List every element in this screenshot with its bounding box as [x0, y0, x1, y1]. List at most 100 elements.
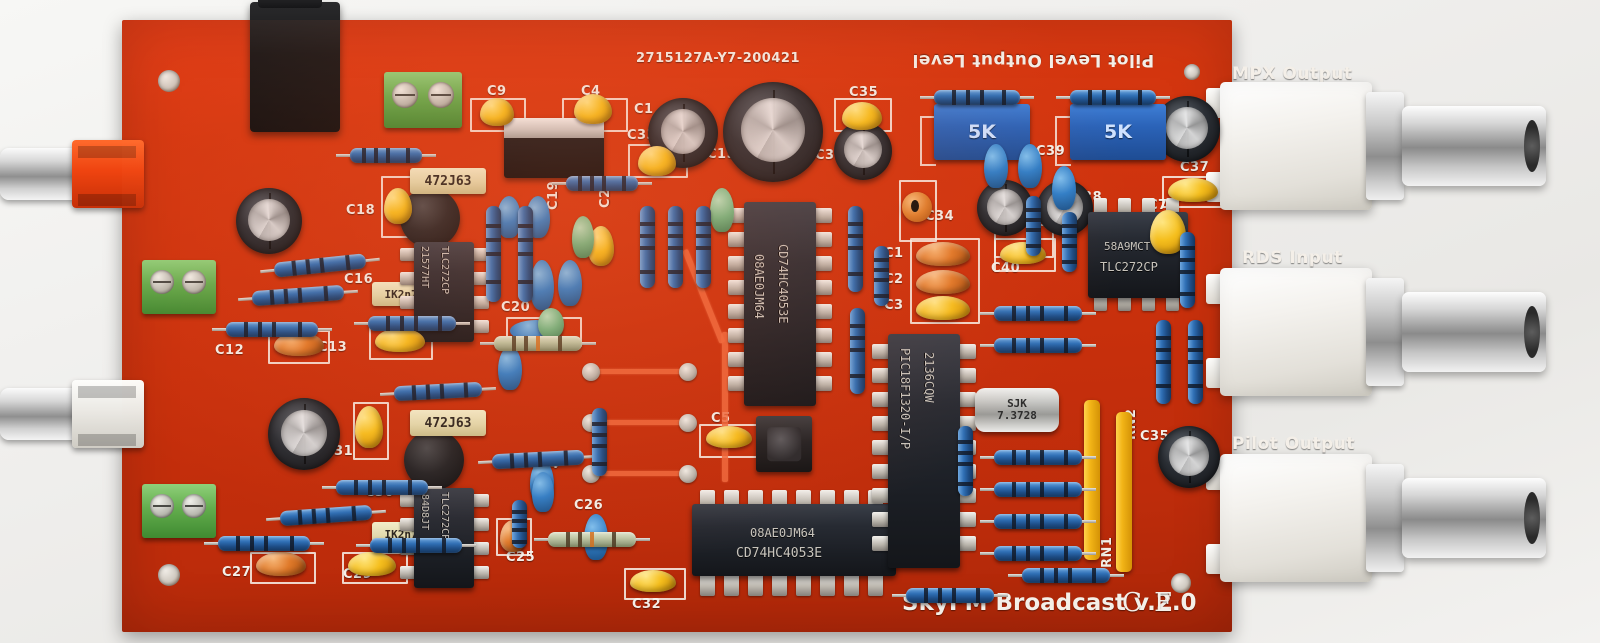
- screw-terminal-mid[interactable]: [142, 260, 216, 314]
- rca-slot-top: [78, 146, 136, 158]
- resistor-h-10: [322, 480, 442, 495]
- terminal-screw[interactable]: [392, 82, 418, 108]
- resistor-h-2: [552, 176, 652, 191]
- resistor-v-13: [1180, 232, 1195, 308]
- ceramic-cap-green-1: [710, 188, 734, 232]
- resistor-h-9: [356, 538, 476, 553]
- resistor-h-1: [336, 148, 436, 163]
- resistor-v-3: [640, 206, 655, 288]
- resistor-h-17: [980, 450, 1096, 465]
- silk-outline-c33: [624, 568, 686, 600]
- screw-terminal-bottom[interactable]: [142, 484, 216, 538]
- tactile-reset-switch[interactable]: [756, 416, 812, 472]
- cap-vent: [1189, 430, 1191, 484]
- cap-vent: [773, 90, 775, 174]
- ceramic-cap-c18: [384, 188, 412, 224]
- designator-c10: C12: [215, 343, 245, 358]
- ceramic-cap-c1: [916, 242, 970, 266]
- rca-body: [72, 140, 144, 208]
- bnc-barrel: [1402, 292, 1546, 372]
- rca-slot-bottom: [78, 434, 136, 446]
- via-pad-1: [582, 363, 600, 381]
- designator-c40: C40: [991, 261, 1021, 276]
- resistor-h-5: [212, 322, 332, 337]
- via-pad-4: [679, 414, 697, 432]
- label-rds-input: RDS Input: [1242, 248, 1343, 268]
- ceramic-cap-blue-7: [1018, 144, 1042, 188]
- resistor-network-rn1: [1116, 412, 1132, 572]
- dc-jack-lip: [258, 0, 322, 8]
- ceramic-cap-c37: [1052, 166, 1076, 210]
- ic-u5-marking-bottom: CD74HC4053E: [736, 546, 823, 561]
- resistor-v-1: [486, 206, 501, 302]
- ceramic-cap-c5: [706, 426, 752, 448]
- ic-u1-marking-top: 21577HT: [419, 246, 430, 289]
- label-output-level: Output Level: [912, 50, 1042, 70]
- ceramic-cap-c30: [532, 472, 554, 512]
- resistor-v-11: [1156, 320, 1171, 404]
- cap-vent: [304, 403, 306, 465]
- screw-terminal-top[interactable]: [384, 72, 462, 128]
- resistor-h-beige-1: [480, 336, 596, 351]
- crystal-brand: SJK: [1007, 397, 1027, 411]
- resistor-v-10: [1062, 212, 1077, 272]
- silk-outline-c40: [994, 238, 1056, 272]
- resistor-v-2: [518, 206, 533, 302]
- bnc-block: [1220, 268, 1372, 396]
- ic-u6-marking-top: PIC18F1320-I/P: [898, 348, 912, 450]
- film-capacitor-472j63-bottom: 472J63: [410, 410, 486, 436]
- printed-circuit-board: 2715127A-Y7-200421 SkyFM Broadcast v.2.0…: [0, 0, 1546, 632]
- silk-bracket-pilot-level: [1055, 116, 1071, 166]
- resistor-h-trimmer-2: [1056, 90, 1170, 105]
- ceramic-cap-green-2: [538, 308, 564, 338]
- rca-barrel: [0, 388, 84, 440]
- ceramic-cap-c35: [842, 102, 882, 130]
- via-pad-2: [679, 363, 697, 381]
- resistor-v-16: [512, 500, 527, 548]
- ic-u3-marking-bottom: TLC272CP: [1100, 260, 1158, 274]
- ceramic-cap-c15: [375, 328, 425, 352]
- designator-c19: C19: [546, 180, 561, 210]
- ic-pins-bottom: [700, 574, 883, 596]
- terminal-screw[interactable]: [150, 494, 174, 518]
- ic-u5-marking-top: 08AE0JM64: [750, 526, 816, 540]
- terminal-screw[interactable]: [182, 270, 206, 294]
- electrolytic-capacitor-c12: [1158, 426, 1220, 488]
- terminal-screw[interactable]: [428, 82, 454, 108]
- dc-power-jack[interactable]: [250, 0, 340, 132]
- electrolytic-capacitor-left-bottom: [268, 398, 340, 470]
- ceramic-cap-blue-6: [984, 144, 1008, 188]
- ic-u1-marking-bottom: TLC272CP: [439, 246, 450, 295]
- resistor-h-14: [1008, 568, 1124, 583]
- ce-mark: C E: [1122, 588, 1176, 618]
- ceramic-cap-c25: [256, 552, 306, 576]
- bnc-nut: [1366, 464, 1404, 572]
- bnc-nut: [1366, 92, 1404, 200]
- cap-vent: [863, 126, 865, 176]
- designator-c25: C27: [222, 565, 252, 580]
- cap-vent: [683, 103, 685, 163]
- ic-u4-marking-top: 08AE0JM64: [752, 254, 766, 320]
- ceramic-cap-blue-1: [497, 196, 521, 238]
- trace-vertical: [722, 332, 728, 482]
- trimmer-pilot-level[interactable]: 5K: [1070, 104, 1166, 160]
- silk-bracket-output-level: [920, 116, 936, 166]
- terminal-screw[interactable]: [150, 270, 174, 294]
- electrolytic-capacitor-c36: [834, 122, 892, 180]
- resistor-v-5: [696, 206, 711, 288]
- ceramic-cap-blue-4: [498, 346, 522, 390]
- designator-c33: C32: [632, 597, 662, 612]
- resistor-h-12: [380, 381, 496, 402]
- designator-c31: C25: [506, 550, 536, 565]
- trimmer-output-level[interactable]: 5K: [934, 104, 1030, 160]
- ceramic-cap-blue-3: [530, 260, 554, 310]
- crystal-oscillator: SJK 7.3728: [975, 388, 1059, 432]
- label-pilot-level: Pilot Level: [1048, 50, 1155, 70]
- trimmer-capacitor-c38[interactable]: [902, 192, 932, 222]
- designator-c39: C39: [1036, 144, 1066, 159]
- designator-c18: C18: [346, 203, 376, 218]
- terminal-screw[interactable]: [182, 494, 206, 518]
- resistor-h-16: [980, 338, 1096, 353]
- designator-c3: C3: [884, 298, 904, 313]
- trace-jumper-3: [591, 471, 689, 476]
